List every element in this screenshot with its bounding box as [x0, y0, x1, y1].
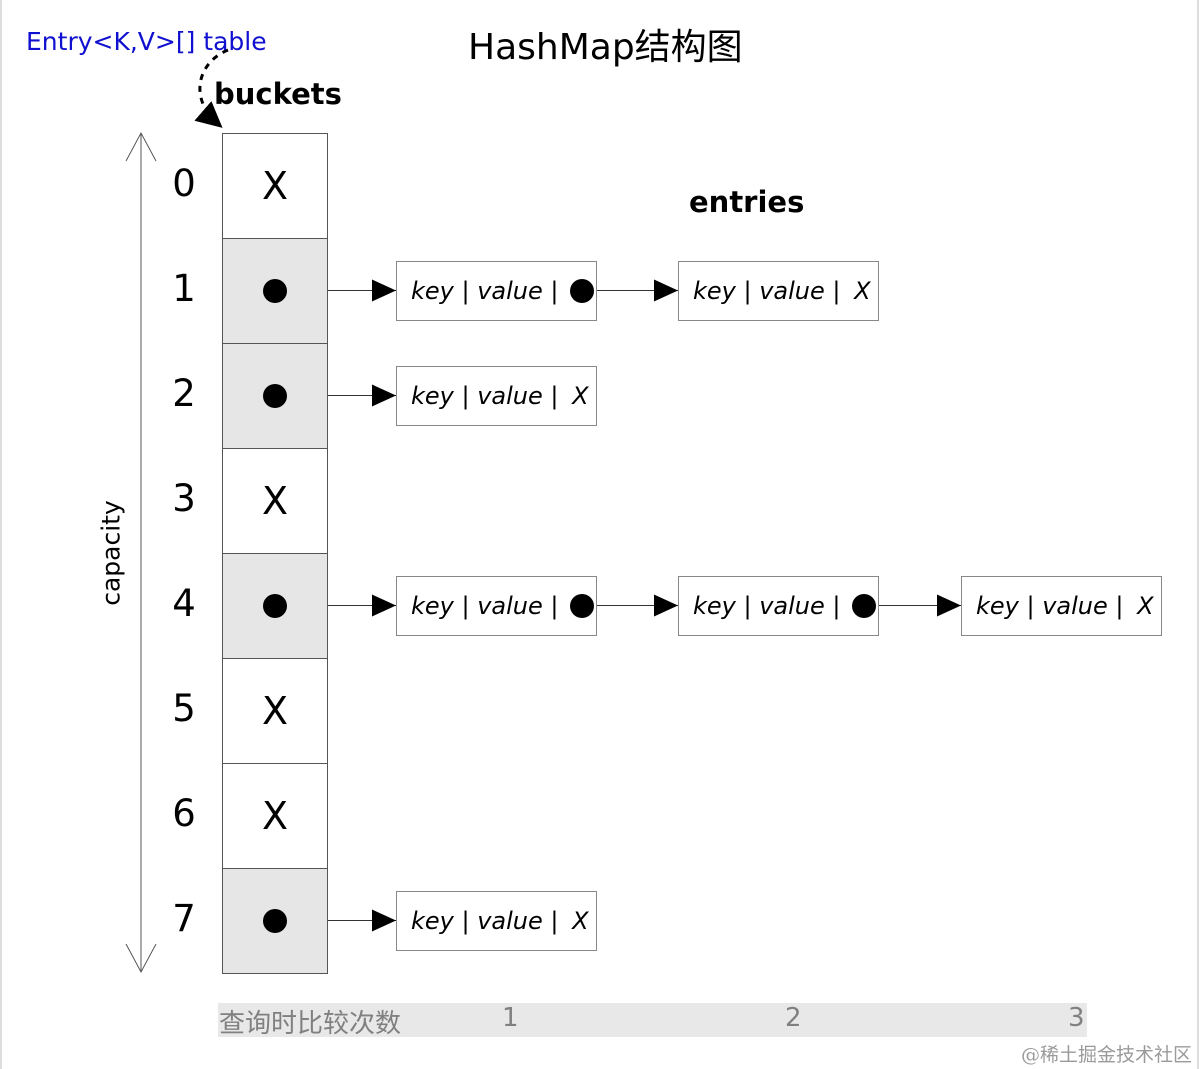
bucket-pointer-dot	[263, 909, 287, 933]
null-next-marker: X	[854, 276, 871, 305]
bucket-index-4: 4	[172, 581, 196, 625]
bucket-index-3: 3	[172, 476, 196, 520]
watermark: @稀土掘金技术社区	[1020, 1044, 1192, 1066]
capacity-arrow	[125, 131, 157, 974]
entry-key-value-text: key | value |	[693, 591, 849, 620]
comparison-tick-3: 3	[1068, 1003, 1085, 1033]
bucket-index-6: 6	[172, 791, 196, 835]
comparison-count-bar	[218, 1003, 1087, 1037]
entry-node: key | value |	[396, 260, 597, 321]
entries-label: entries	[689, 185, 805, 219]
bucket-index-5: 5	[172, 686, 196, 730]
entry-key-value-text: key | value |	[411, 381, 567, 410]
null-marker: X	[261, 794, 289, 838]
null-next-marker: X	[572, 381, 589, 410]
bucket-index-7: 7	[172, 896, 196, 940]
entry-node: key | value | X	[396, 365, 597, 426]
bucket-6: X	[222, 763, 328, 869]
entry-key-value-text: key | value |	[411, 276, 567, 305]
bucket-2	[222, 343, 328, 449]
entry-node: key | value |	[396, 575, 597, 636]
entry-node: key | value | X	[396, 890, 597, 951]
null-next-marker: X	[1137, 591, 1154, 620]
comparison-tick-1: 1	[502, 1003, 519, 1033]
bucket-index-2: 2	[172, 371, 196, 415]
bucket-7	[222, 868, 328, 974]
entry-key-value-text: key | value |	[411, 906, 567, 935]
entry-key-value-text: key | value |	[411, 591, 567, 620]
diagram-title: HashMap结构图	[468, 27, 743, 68]
bucket-pointer-dot	[263, 279, 287, 303]
table-label: Entry<K,V>[] table	[26, 27, 267, 56]
null-next-marker: X	[572, 906, 589, 935]
capacity-label: capacity	[96, 500, 126, 606]
entry-node: key | value | X	[678, 260, 879, 321]
entry-key-value-text: key | value |	[693, 276, 849, 305]
comparison-count-label: 查询时比较次数	[219, 1009, 402, 1039]
null-marker: X	[261, 479, 289, 523]
entry-node: key | value | X	[961, 575, 1162, 636]
next-pointer-dot	[570, 278, 595, 303]
bucket-index-0: 0	[172, 161, 196, 205]
comparison-tick-2: 2	[785, 1003, 802, 1033]
null-marker: X	[261, 689, 289, 733]
bucket-3: X	[222, 448, 328, 554]
bucket-index-1: 1	[172, 266, 196, 310]
null-marker: X	[261, 164, 289, 208]
bucket-1	[222, 238, 328, 344]
next-pointer-dot	[570, 593, 595, 618]
bucket-4	[222, 553, 328, 659]
entry-node: key | value |	[678, 575, 879, 636]
bucket-0: X	[222, 133, 328, 239]
bucket-5: X	[222, 658, 328, 764]
bucket-pointer-dot	[263, 594, 287, 618]
next-pointer-dot	[852, 593, 877, 618]
buckets-label: buckets	[214, 77, 342, 111]
bucket-pointer-dot	[263, 384, 287, 408]
entry-key-value-text: key | value |	[976, 591, 1132, 620]
